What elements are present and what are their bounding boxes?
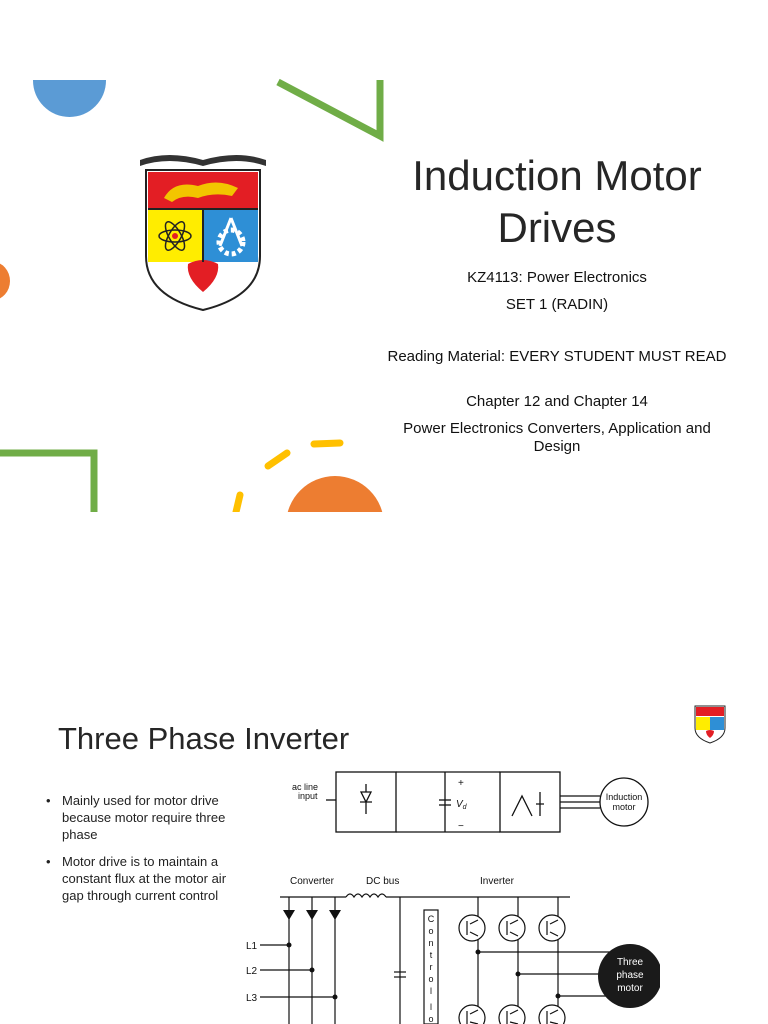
slide-title: Three Phase Inverter bbox=[58, 721, 350, 756]
motor-text-line-3: motor bbox=[617, 983, 643, 994]
three-phase-motor-circle bbox=[598, 944, 660, 1008]
title-slide: Induction Motor Drives KZ4113: Power Ele… bbox=[0, 78, 727, 512]
university-crest-logo bbox=[140, 155, 266, 312]
green-chevron-decoration bbox=[276, 78, 384, 142]
diode-symbols bbox=[283, 910, 341, 920]
control-letter: o bbox=[428, 1014, 433, 1024]
l3-label: L3 bbox=[246, 993, 258, 1004]
bullet-list: Mainly used for motor drive because moto… bbox=[44, 792, 234, 914]
vd-label: Vd bbox=[456, 799, 468, 811]
minus-sign: − bbox=[458, 821, 464, 832]
yellow-dashed-arc-decoration bbox=[232, 439, 344, 512]
igbt-switch-symbols bbox=[458, 914, 566, 1024]
control-letter: l bbox=[430, 1002, 432, 1012]
control-letter: r bbox=[430, 962, 433, 972]
converter-label: Converter bbox=[290, 876, 335, 887]
reading-material-text: Reading Material: EVERY STUDENT MUST REA… bbox=[387, 348, 727, 365]
ac-input-label: input bbox=[298, 791, 318, 801]
l1-label: L1 bbox=[246, 941, 258, 952]
dc-bus-label: DC bus bbox=[366, 876, 399, 887]
block-diagram bbox=[326, 771, 649, 833]
line-decorations bbox=[0, 78, 384, 512]
plus-sign: + bbox=[458, 778, 464, 789]
motor-text-line-2: phase bbox=[616, 970, 644, 981]
motor-label: motor bbox=[612, 802, 635, 812]
node-dots bbox=[286, 942, 561, 1000]
motor-text-line-1: Three bbox=[617, 957, 644, 968]
control-letter: t bbox=[430, 950, 433, 960]
ac-line-label: ac line bbox=[292, 782, 318, 792]
l2-label: L2 bbox=[246, 966, 258, 977]
induction-label: Induction bbox=[606, 792, 643, 802]
university-crest-small-logo bbox=[694, 705, 726, 744]
bullet-item: Mainly used for motor drive because moto… bbox=[44, 792, 234, 843]
slide-title: Induction Motor Drives bbox=[412, 152, 702, 251]
orange-circle-decoration bbox=[0, 262, 10, 300]
control-letter: C bbox=[428, 914, 435, 924]
inverter-label: Inverter bbox=[480, 876, 515, 887]
control-letter: l bbox=[430, 986, 432, 996]
inverter-circuit-diagram: ac line input + − Vd Induction motor Con… bbox=[246, 771, 660, 1024]
igbt-inner-symbols bbox=[466, 919, 559, 1024]
chapter-text: Chapter 12 and Chapter 14 bbox=[466, 393, 648, 410]
control-letter: o bbox=[428, 926, 433, 936]
green-corner-decoration bbox=[0, 449, 98, 512]
three-phase-inverter-slide: Three Phase Inverter Mainly used for mot… bbox=[0, 512, 768, 1024]
course-code-text: KZ4113: Power Electronics bbox=[467, 269, 647, 286]
book-title-text: Power Electronics Converters, Applicatio… bbox=[403, 420, 711, 455]
control-vertical-label: C o n t r o l l o bbox=[428, 914, 435, 1024]
control-letter: o bbox=[428, 974, 433, 984]
set-text: SET 1 (RADIN) bbox=[505, 296, 609, 313]
bullet-item: Motor drive is to maintain a constant fl… bbox=[44, 853, 234, 904]
control-letter: n bbox=[428, 938, 433, 948]
